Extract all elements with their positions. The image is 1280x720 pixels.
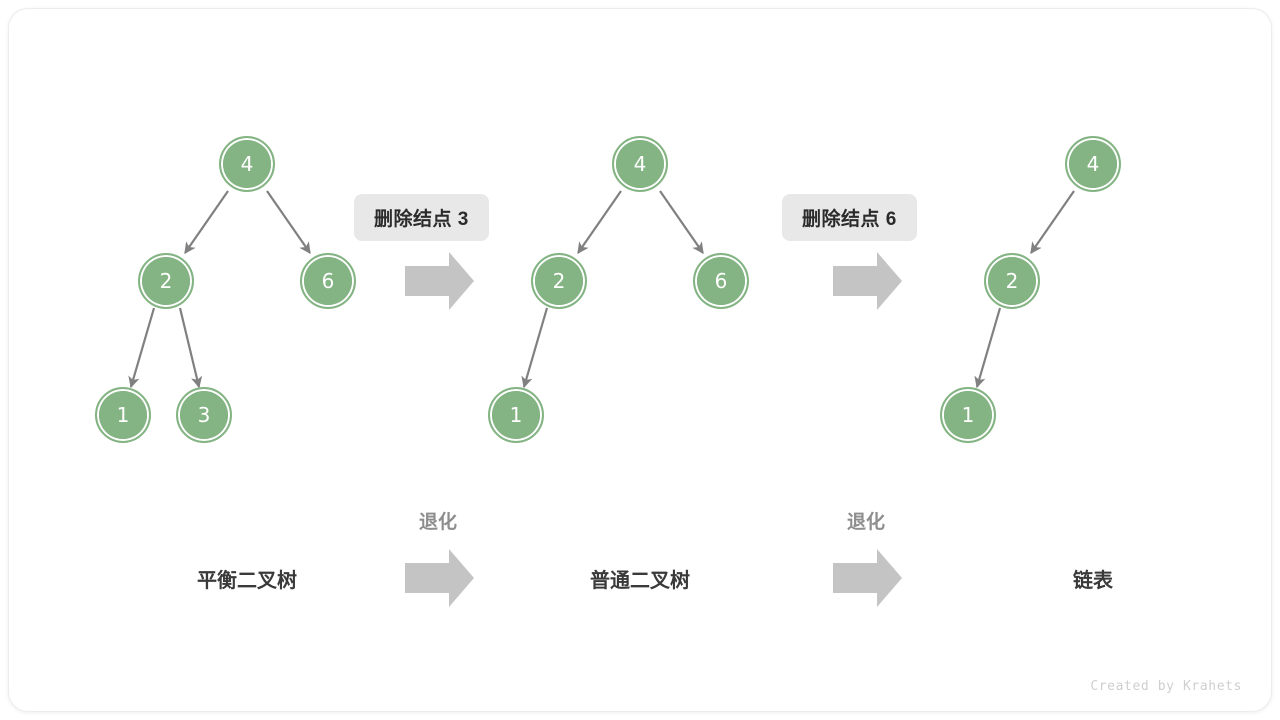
tree-node[interactable]: 4 xyxy=(612,136,668,192)
watermark-credit: Created by Krahets xyxy=(1090,679,1242,694)
tree-node[interactable]: 3 xyxy=(176,387,232,443)
tree-node[interactable]: 2 xyxy=(531,253,587,309)
tree-node[interactable]: 1 xyxy=(488,387,544,443)
tree-node-label: 1 xyxy=(492,391,540,439)
transition-label-degenerate-2: 退化 xyxy=(846,512,885,533)
tree-node[interactable]: 2 xyxy=(138,253,194,309)
block-arrow-degenerate-1 xyxy=(405,549,474,607)
tree-edges-ordinary-bst xyxy=(521,190,704,389)
tree-node-label: 6 xyxy=(697,257,745,305)
tree-node[interactable]: 6 xyxy=(300,253,356,309)
tree-node[interactable]: 2 xyxy=(984,253,1040,309)
operation-badge-delete-6: 删除结点 6 xyxy=(782,194,917,241)
figure-card xyxy=(8,8,1272,712)
edge-4-6 xyxy=(659,190,704,254)
tree-node-label: 2 xyxy=(988,257,1036,305)
edge-4-6 xyxy=(266,190,311,254)
edge-4-2 xyxy=(184,190,229,254)
block-arrow-delete-3 xyxy=(405,252,474,310)
caption-ordinary-bst: 普通二叉树 xyxy=(590,570,690,592)
operation-badge-delete-3: 删除结点 3 xyxy=(354,194,489,241)
edge-4-2 xyxy=(1030,190,1075,254)
edge-4-2 xyxy=(577,190,622,254)
tree-node-label: 6 xyxy=(304,257,352,305)
tree-node-label: 3 xyxy=(180,391,228,439)
tree-node[interactable]: 4 xyxy=(1065,136,1121,192)
tree-node[interactable]: 4 xyxy=(219,136,275,192)
edge-2-1 xyxy=(521,307,549,389)
tree-node-label: 4 xyxy=(1069,140,1117,188)
tree-edges-linked-list xyxy=(974,190,1075,389)
tree-node-label: 4 xyxy=(616,140,664,188)
tree-node-label: 1 xyxy=(99,391,147,439)
tree-node[interactable]: 6 xyxy=(693,253,749,309)
tree-node-label: 4 xyxy=(223,140,271,188)
block-arrow-delete-6 xyxy=(833,252,902,310)
edge-2-1 xyxy=(974,307,1002,389)
tree-node[interactable]: 1 xyxy=(940,387,996,443)
tree-node-label: 2 xyxy=(535,257,583,305)
edge-2-3 xyxy=(178,307,203,389)
caption-balanced-bst: 平衡二叉树 xyxy=(197,570,297,592)
block-arrow-degenerate-2 xyxy=(833,549,902,607)
caption-linked-list: 链表 xyxy=(1073,570,1113,592)
tree-edges-balanced-bst xyxy=(128,190,311,389)
tree-node-label: 1 xyxy=(944,391,992,439)
edge-2-1 xyxy=(128,307,156,389)
tree-node-label: 2 xyxy=(142,257,190,305)
transition-label-degenerate-1: 退化 xyxy=(418,512,457,533)
tree-node[interactable]: 1 xyxy=(95,387,151,443)
